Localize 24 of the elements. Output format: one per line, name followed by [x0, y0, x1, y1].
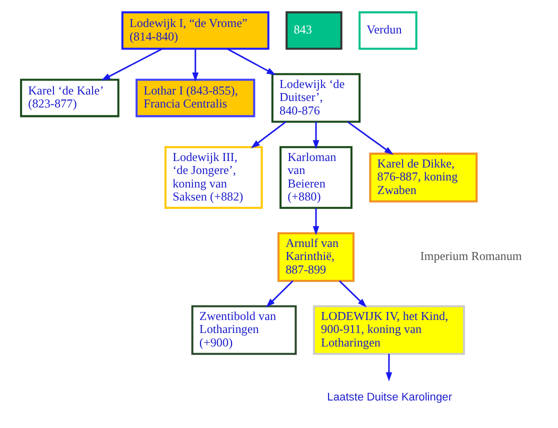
- node-box: Lothar I (843-855), Francia Centralis: [136, 78, 256, 118]
- node-text: Laatste Duitse Karolinger: [327, 391, 452, 404]
- node-box: Verdun: [358, 11, 418, 50]
- arrow: [347, 121, 394, 155]
- arrow: [312, 208, 320, 236]
- node-box: 843: [286, 11, 342, 50]
- arrow: [312, 122, 320, 150]
- node-box: Lodewijk ‘de Duitser’, 840-876: [271, 73, 361, 123]
- arrow: [266, 280, 294, 308]
- arrow: [227, 48, 276, 76]
- arrow: [101, 48, 162, 81]
- label: Imperium Romanum: [420, 249, 522, 264]
- arrow: [250, 121, 286, 148]
- node-box: LODEWIJK IV, het Kind, 900-911, koning van Lotharingen: [312, 305, 465, 355]
- node-box: Zwentibold van Lotharingen (+900): [191, 305, 297, 355]
- node-box: Lodewijk I, “de Vrome” (814-840): [121, 11, 270, 50]
- node-box: Karloman van Beieren (+880): [280, 146, 352, 209]
- arrow: [386, 354, 392, 382]
- node-box: Karel ‘de Kale’ (823-877): [20, 78, 120, 118]
- node-box: Arnulf van Karinthië, 887-899: [277, 232, 354, 282]
- arrow: [192, 49, 199, 82]
- node-box: Lodewijk III, ‘de Jongere’, koning van Saksen (+882): [164, 146, 263, 209]
- node-box: Karel de Dikke, 876-887, koning Zwaben: [369, 152, 478, 202]
- arrow: [338, 280, 367, 308]
